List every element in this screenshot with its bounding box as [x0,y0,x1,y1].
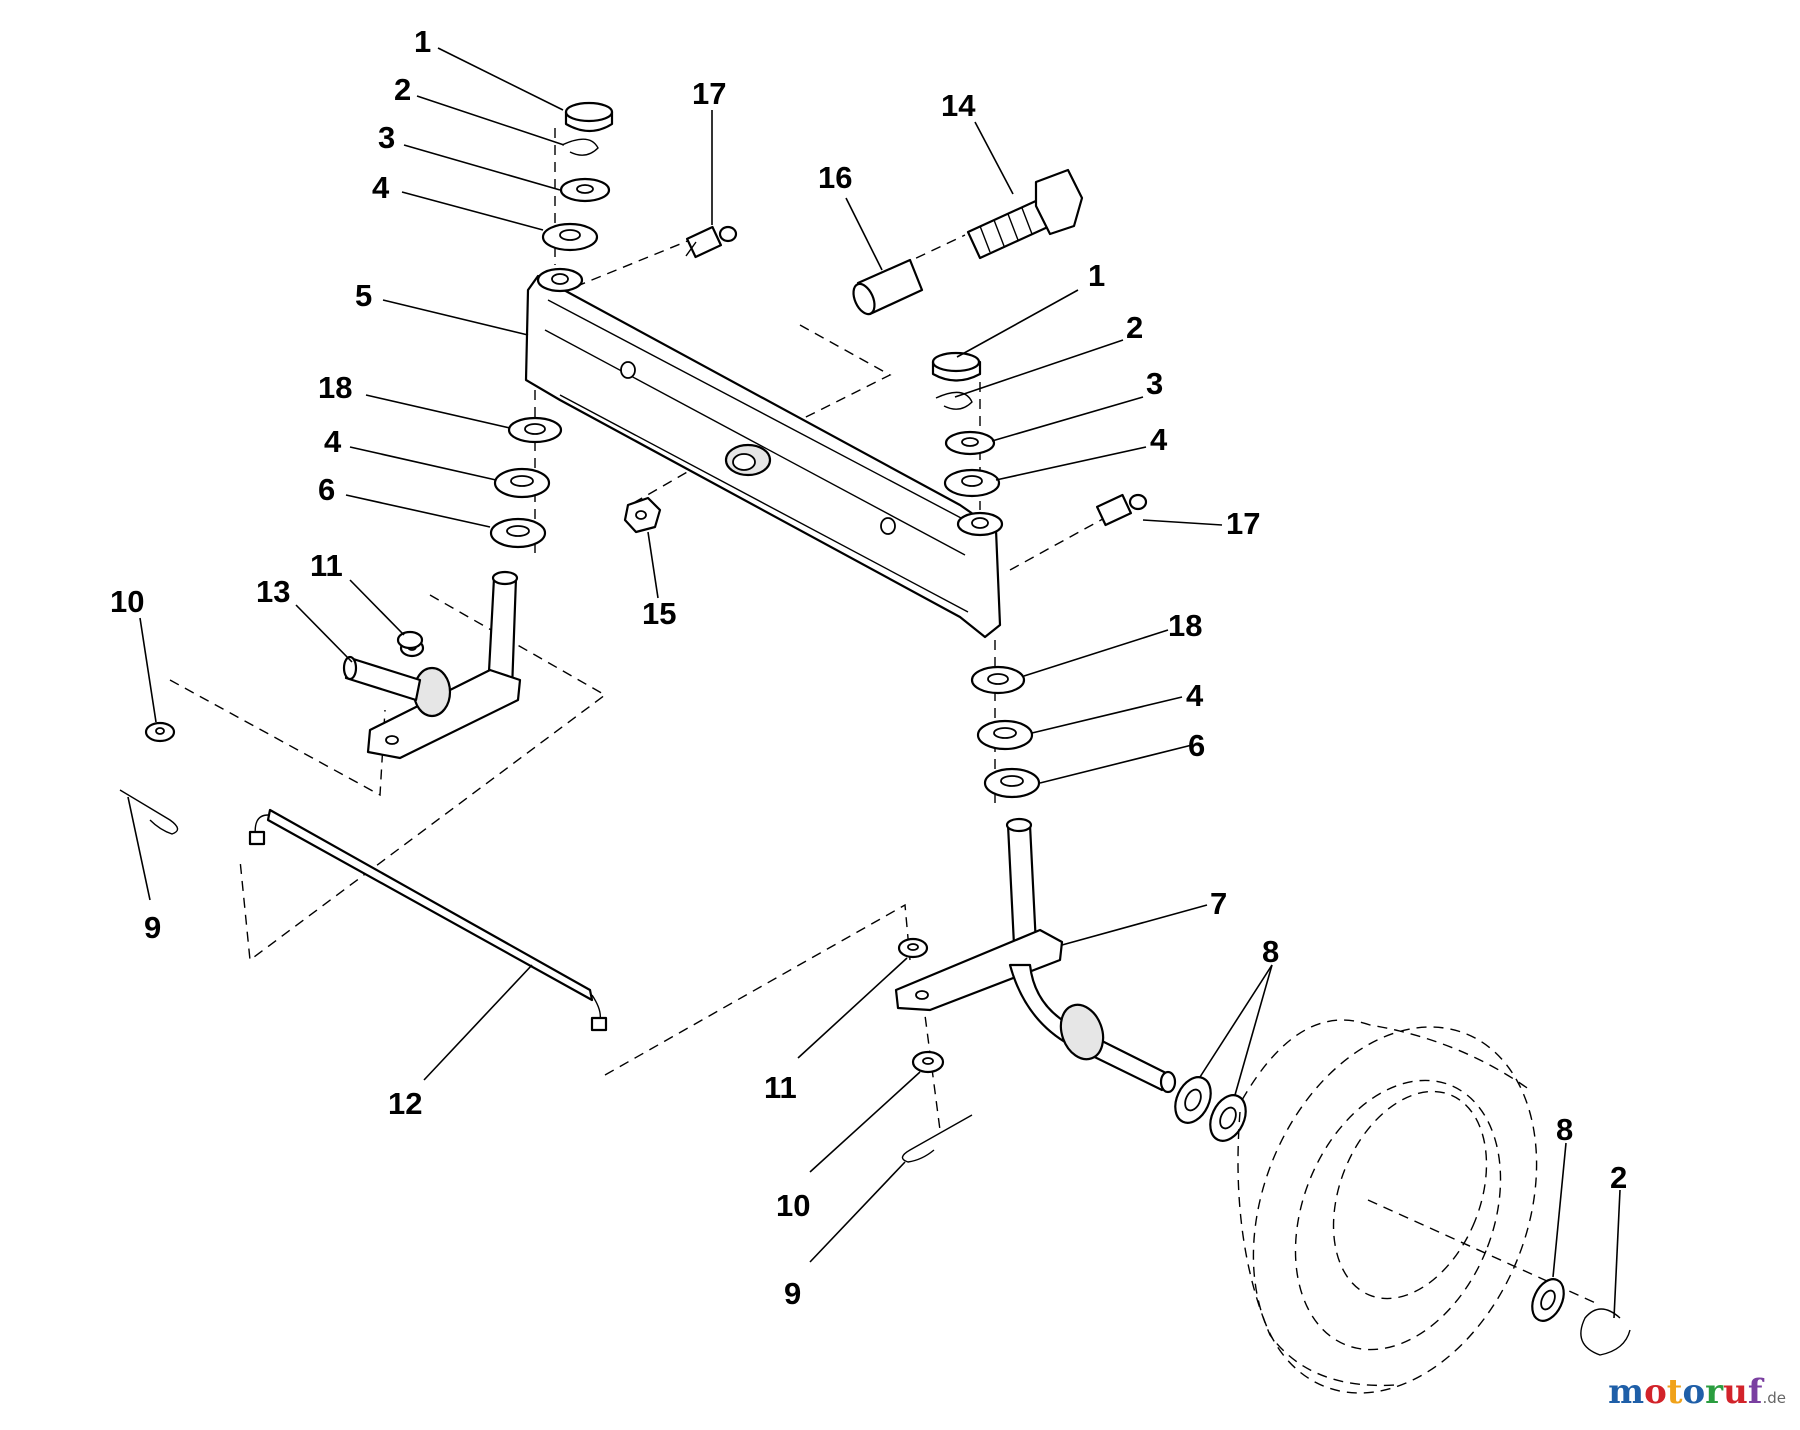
watermark-letter: m [1608,1372,1645,1412]
callout-10-right: 10 [776,1188,810,1223]
callout-11-left: 11 [310,548,343,583]
washer-10-right [911,1050,945,1074]
callout-3-right: 3 [1146,366,1163,401]
cap-right [931,351,982,382]
callout-1-top-left: 1 [414,24,431,59]
right-spindle [894,817,1177,1094]
cotter-pin-left [119,789,179,835]
washer-10-left [144,721,176,743]
callout-7: 7 [1210,886,1227,921]
washer-3-right [944,430,996,456]
callout-18-left: 18 [318,370,352,405]
callout-labels: 1 2 3 4 5 18 4 6 17 16 14 1 2 3 4 17 15 … [110,24,1627,1311]
callout-2-top-left: 2 [394,72,411,107]
washer-4-right-lower [976,719,1034,751]
callout-2-wheel: 2 [1610,1160,1627,1195]
cotter-pin-right [901,1114,973,1163]
clip-left [561,138,599,156]
callout-2-right: 2 [1126,310,1143,345]
watermark-letter: f [1747,1372,1763,1412]
callout-9-right: 9 [784,1276,801,1311]
bushing-6-right [983,767,1041,799]
watermark-letter: t [1666,1372,1683,1412]
watermark-letter: r [1705,1372,1724,1412]
pivot-bolt [966,168,1084,260]
watermark-letter: o [1644,1372,1667,1412]
callout-14: 14 [941,88,976,123]
washer-4-left [541,222,599,252]
washer-8-wheel [1531,1278,1565,1322]
callout-4-left: 4 [324,424,342,459]
axle-beam [524,267,1004,639]
grease-fitting-left [685,225,738,259]
washer-4-left-lower [493,467,551,499]
callout-13: 13 [256,574,290,609]
washer-8-inner [1174,1076,1212,1124]
callout-4-top-left: 4 [372,170,390,205]
callout-1-right: 1 [1088,258,1105,293]
callout-6-right: 6 [1188,728,1205,763]
callout-15: 15 [642,596,676,631]
e-clip-wheel [1580,1308,1631,1356]
washer-18-right [970,665,1026,695]
wheel-outline [1237,1019,1538,1394]
left-spindle [342,570,522,760]
callout-17-right: 17 [1226,506,1260,541]
callout-9-left: 9 [144,910,161,945]
watermark-tld: .de [1762,1389,1786,1407]
spacer [852,258,924,316]
callout-17-top: 17 [692,76,726,111]
callout-18-right: 18 [1168,608,1202,643]
watermark-letter: o [1682,1372,1706,1412]
washer-18-left [507,416,563,444]
callout-10-left: 10 [110,584,144,619]
watermark-logo: motoruf.de [1608,1372,1786,1412]
nut [623,496,662,534]
callout-4-right: 4 [1150,422,1168,457]
nut-11-left [396,630,424,650]
washer-8-outer [1209,1094,1247,1142]
clip-right [935,391,973,410]
callout-3-top-left: 3 [378,120,395,155]
callout-6-left: 6 [318,472,335,507]
watermark-letter: u [1723,1372,1748,1412]
callout-16: 16 [818,160,852,195]
tie-rod [248,808,608,1032]
callout-11-right: 11 [764,1070,797,1105]
washer-4-right [943,468,1001,498]
washer-3-left [559,177,611,203]
callout-8-wheel: 8 [1556,1112,1573,1147]
nut-11-right [897,937,929,959]
callout-8-axle: 8 [1262,934,1279,969]
callout-4-right-lower: 4 [1186,678,1204,713]
leader-lines [127,47,1621,1319]
bushing-6-left [489,517,547,549]
cap-left [564,101,614,133]
callout-12: 12 [388,1086,422,1121]
grease-fitting-right [1095,493,1148,527]
callout-5: 5 [355,278,372,313]
